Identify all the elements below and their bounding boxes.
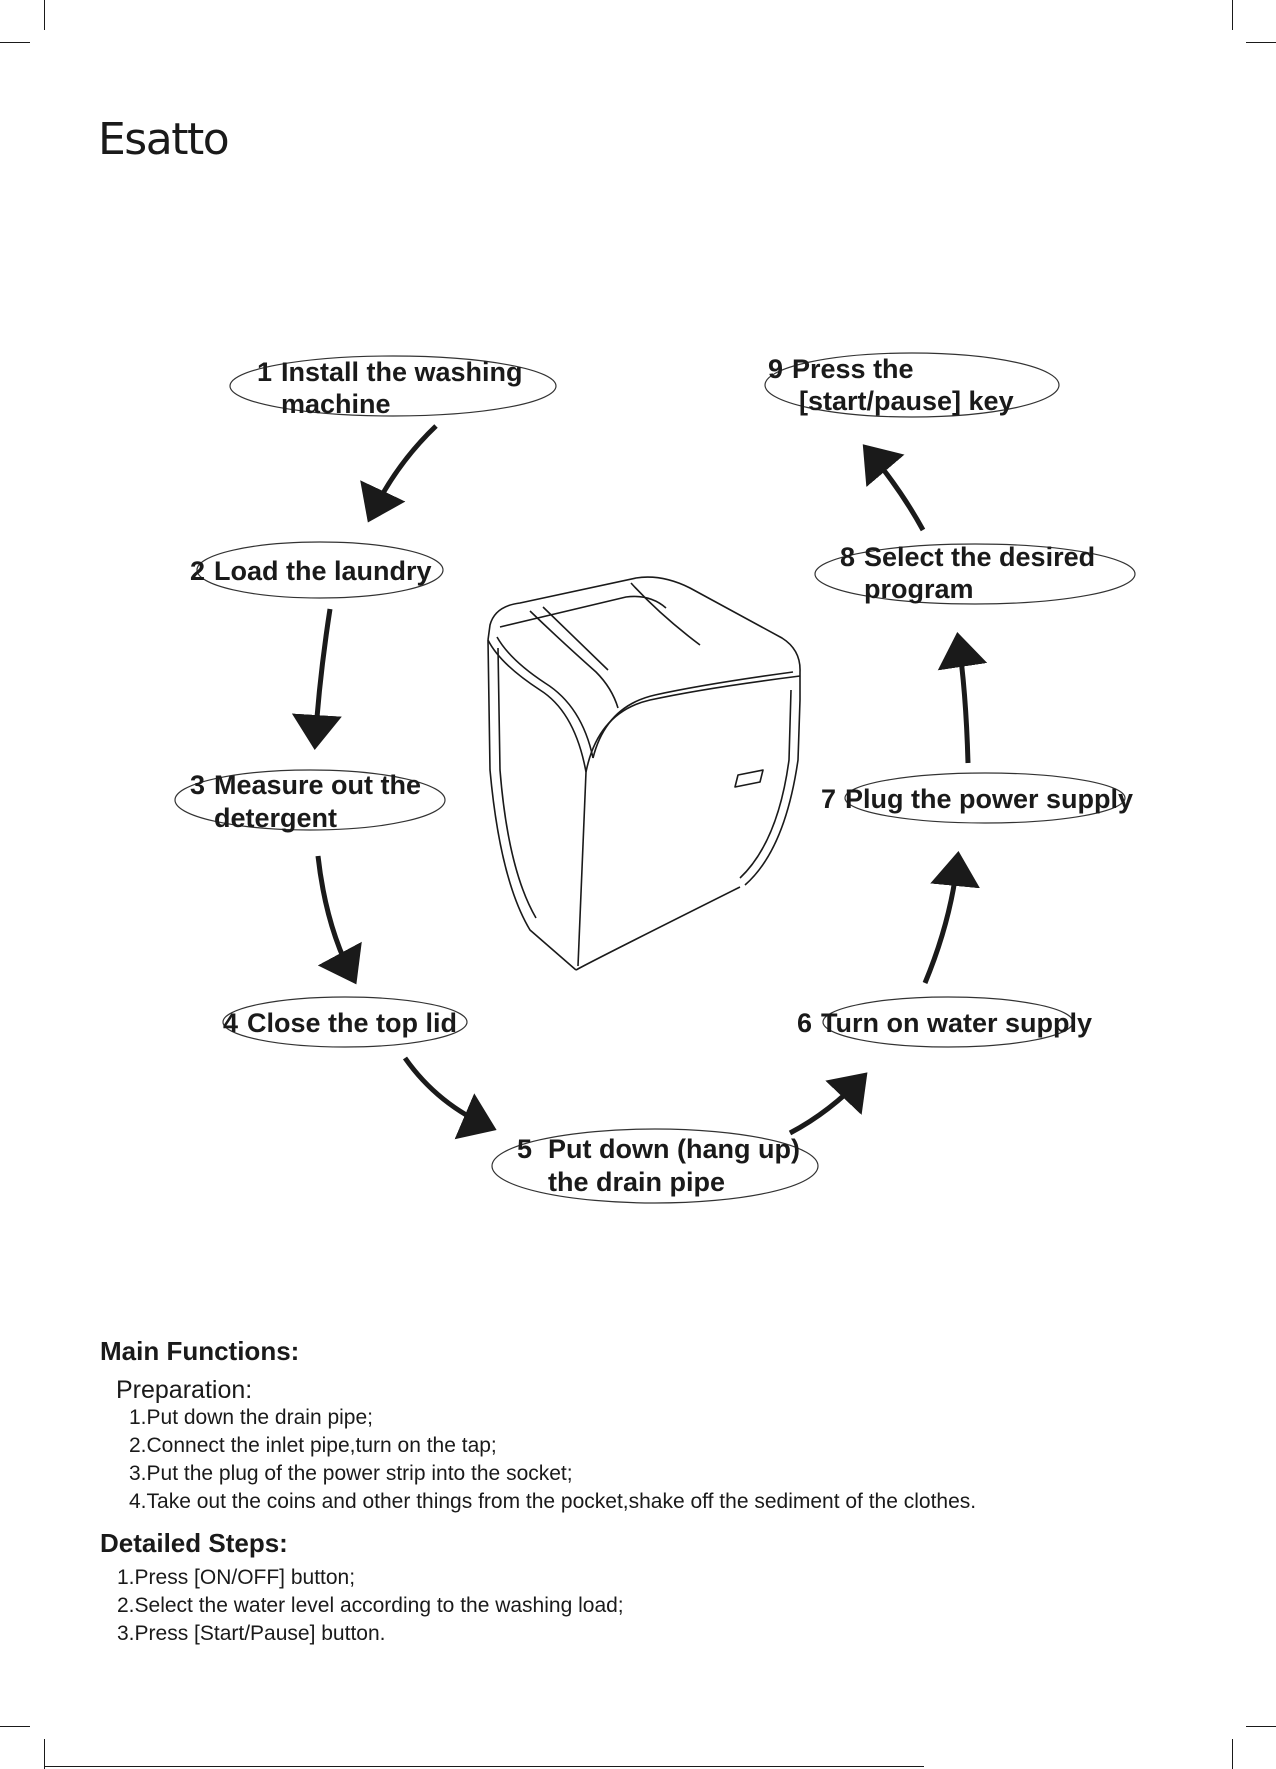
arrow-7-to-8 [937,632,988,764]
crop-mark [1246,1726,1276,1727]
crop-mark [0,1726,30,1727]
crop-mark [0,42,30,43]
list-item: 4.Take out the coins and other things fr… [129,1490,977,1513]
list-item: 1.Press [ON/OFF] button; [117,1566,356,1589]
step-7-ellipse [844,772,1126,824]
step-6-ellipse [822,996,1074,1048]
washing-machine-illustration [487,576,801,971]
preparation-list: 1.Put down the drain pipe; 2.Connect the… [129,1404,976,1516]
arrow-2-to-3 [291,608,342,750]
bottom-rule [44,1766,924,1767]
arrow-8-to-9 [862,444,926,532]
list-item: 2.Select the water level according to th… [117,1594,624,1617]
detailed-steps-list: 1.Press [ON/OFF] button; 2.Select the wa… [117,1564,624,1648]
step-9-ellipse [764,352,1060,418]
preparation-label: Preparation: [116,1376,253,1404]
detailed-steps-title: Detailed Steps: [100,1528,288,1558]
arrow-3-to-4 [315,855,362,985]
step-8-ellipse [814,543,1136,605]
step-5-ellipse [491,1128,819,1204]
list-item: 1.Put down the drain pipe; [129,1406,374,1429]
arrow-1-to-2 [360,424,438,523]
arrow-5-to-6 [788,1072,868,1136]
step-3-ellipse [174,769,446,831]
brand-logo: Esatto [98,114,230,165]
list-item: 3.Put the plug of the power strip into t… [129,1462,573,1485]
crop-mark [1232,0,1233,30]
crop-mark [1246,42,1276,43]
step-1-ellipse [229,355,557,417]
list-item: 3.Press [Start/Pause] button. [117,1622,386,1645]
crop-mark [44,0,45,30]
arrow-4-to-5 [402,1056,497,1140]
crop-mark [1232,1739,1233,1769]
arrow-6-to-7 [922,851,980,984]
list-item: 2.Connect the inlet pipe,turn on the tap… [129,1434,497,1457]
main-functions-title: Main Functions: [100,1336,300,1366]
step-2-ellipse [196,541,444,599]
step-4-ellipse [222,996,468,1048]
crop-mark [44,1739,45,1769]
